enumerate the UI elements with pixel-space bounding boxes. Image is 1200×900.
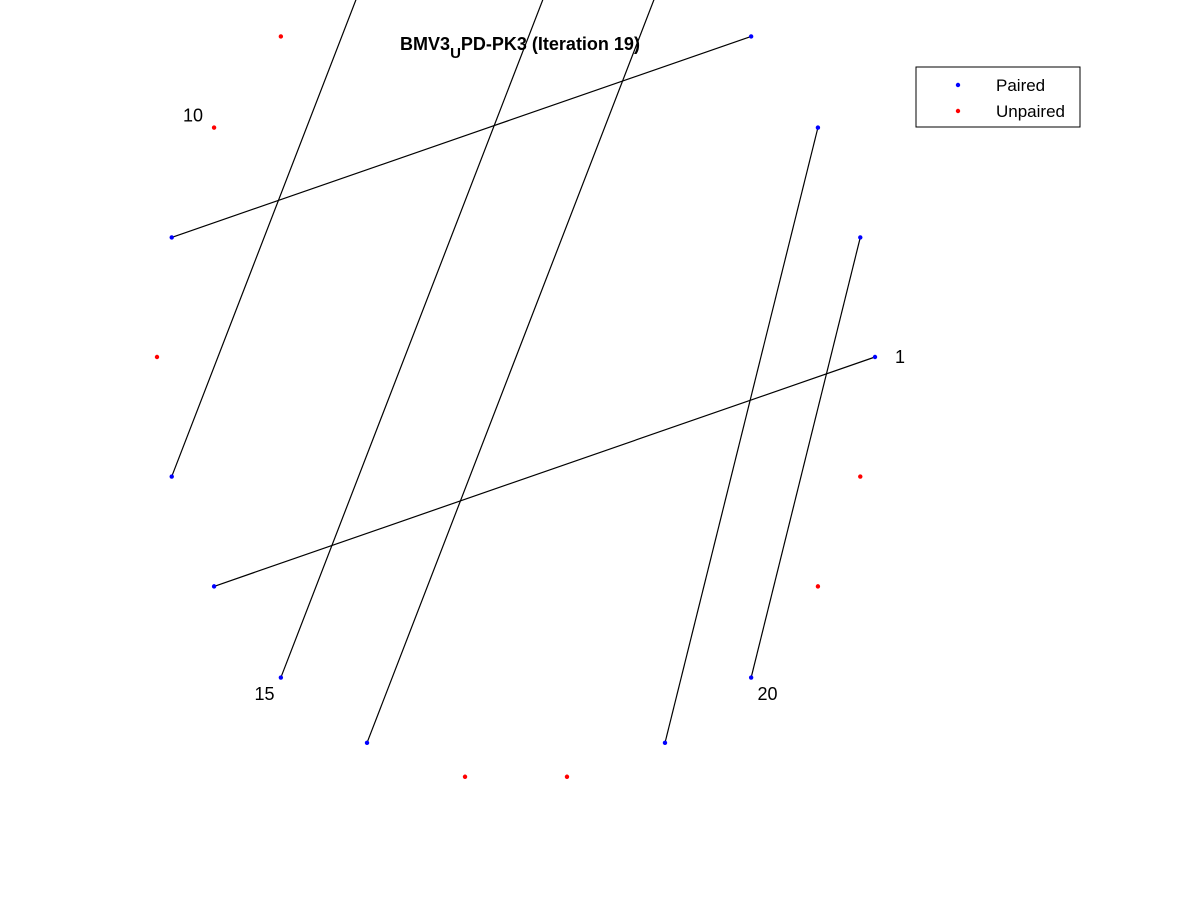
unpaired-point-18 xyxy=(564,774,570,779)
unpaired-point-22 xyxy=(858,474,863,479)
index-label-15: 15 xyxy=(254,684,274,704)
paired-point-11 xyxy=(169,235,174,240)
paired-point-2 xyxy=(858,235,863,240)
legend-label-unpaired: Unpaired xyxy=(996,102,1065,121)
index-label-10: 10 xyxy=(183,106,203,126)
pair-line-3-19 xyxy=(664,127,819,743)
chart-title: BMV3UPD-PK3 (Iteration 19) xyxy=(400,34,640,62)
legend-marker-paired xyxy=(955,82,961,88)
paired-point-4 xyxy=(748,34,754,39)
chart-title-suffix: PD-PK3 (Iteration 19) xyxy=(461,34,640,54)
legend-box xyxy=(915,66,1081,128)
unpaired-point-9 xyxy=(278,34,284,39)
index-label-20: 20 xyxy=(758,684,778,704)
pair-line-2-20 xyxy=(750,237,861,678)
paired-point-15 xyxy=(278,675,284,680)
unpaired-point-10 xyxy=(211,125,217,130)
pair-line-4-11 xyxy=(171,35,752,238)
paired-point-16 xyxy=(364,740,370,746)
index-labels-group: 15101520 xyxy=(183,106,905,704)
legend-label-paired: Paired xyxy=(996,76,1045,95)
unpaired-point-17 xyxy=(462,774,468,779)
legend: Paired Unpaired xyxy=(915,66,1081,128)
paired-point-1 xyxy=(872,354,878,360)
pair-lines-group xyxy=(171,0,876,744)
legend-marker-unpaired xyxy=(955,108,961,114)
chart-title-prefix: BMV3 xyxy=(400,34,450,54)
pair-line-1-14 xyxy=(213,356,876,587)
paired-point-19 xyxy=(662,740,668,746)
pair-line-6-15 xyxy=(280,0,544,678)
pair-line-5-16 xyxy=(366,0,655,744)
paired-point-20 xyxy=(748,675,754,680)
index-label-1: 1 xyxy=(895,347,905,367)
paired-point-3 xyxy=(815,125,821,130)
unpaired-point-12 xyxy=(154,354,160,360)
paired-point-14 xyxy=(211,584,217,589)
pair-line-8-13 xyxy=(171,0,357,477)
paired-point-13 xyxy=(169,474,174,479)
unpaired-point-21 xyxy=(815,584,821,589)
chart-title-subscript: U xyxy=(450,45,461,62)
points-group xyxy=(154,34,878,779)
